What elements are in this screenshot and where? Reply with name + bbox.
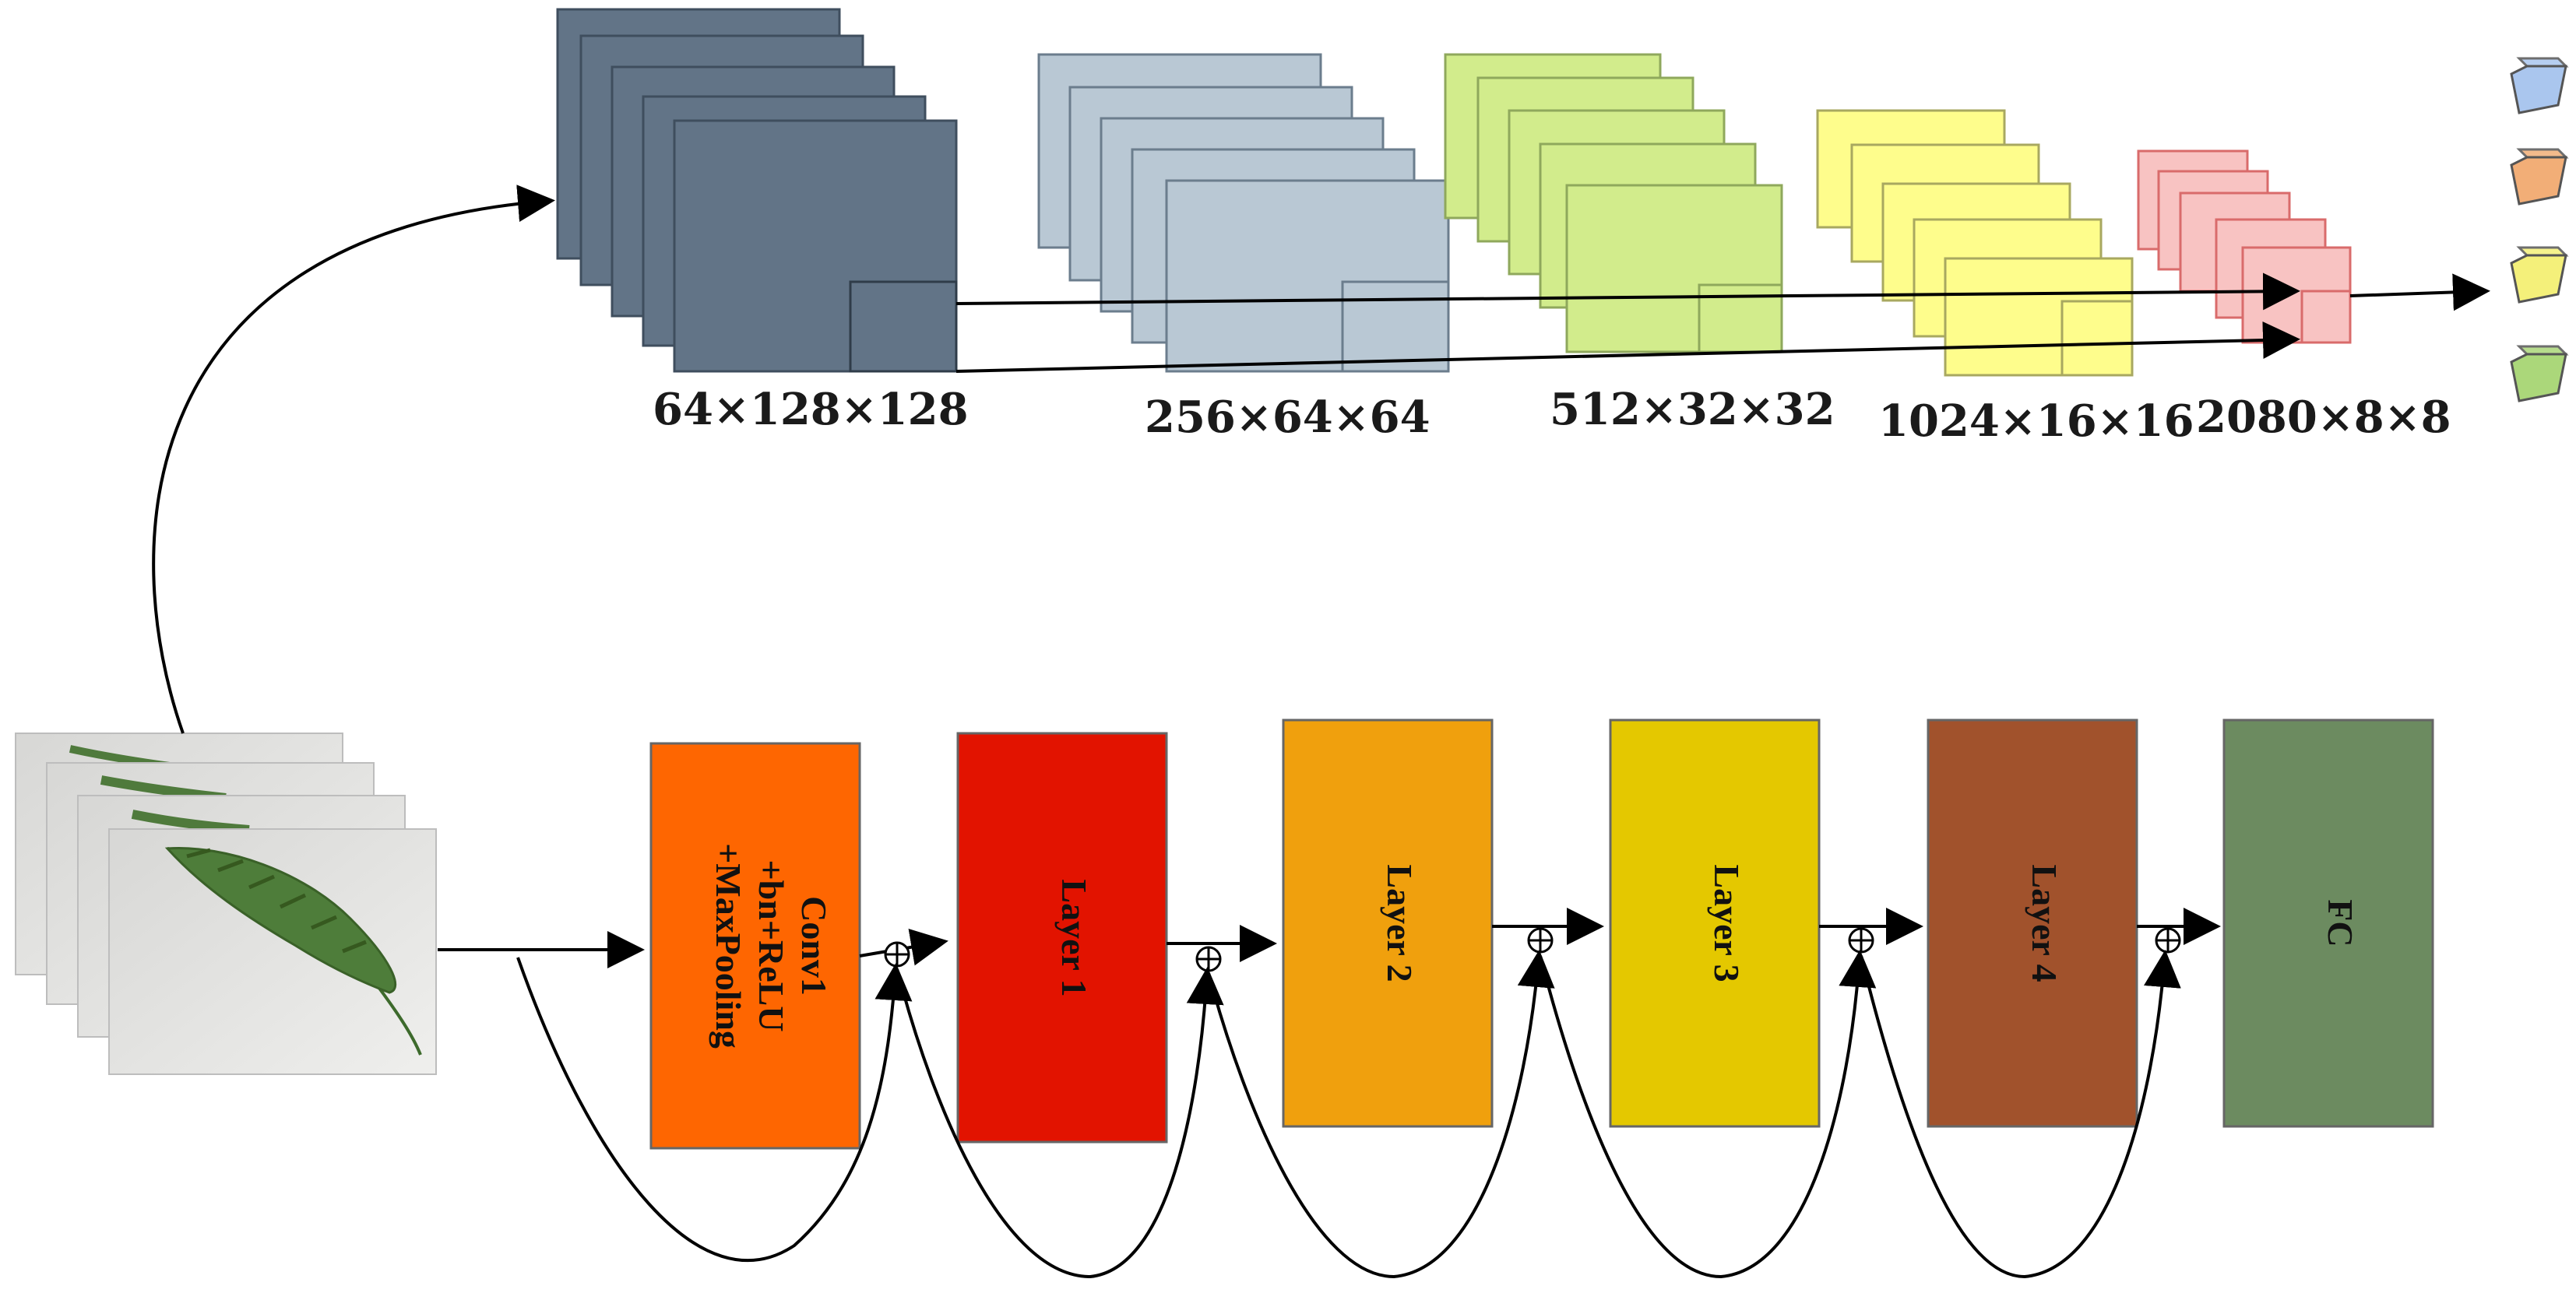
conv1-label-line: +bn+ReLU: [751, 859, 791, 1031]
output-class-icon: [2510, 148, 2569, 206]
skip-connection-5: [1860, 908, 2221, 1279]
output-class-icons: [2510, 57, 2569, 402]
feature-map-sheet: [1944, 257, 2134, 377]
pipeline-block-fc: FC: [2222, 719, 2434, 1128]
conv1-label-line: Conv1: [794, 896, 834, 996]
pipeline-block-layer2: Layer 2: [1282, 719, 1494, 1128]
pipeline-block-conv1: Conv1 +bn+ReLU +MaxPooling: [649, 742, 861, 1150]
receptive-field-patch: [2060, 300, 2134, 377]
skip-connection-3: [1207, 908, 1604, 1279]
block-layer2: [1282, 719, 1494, 1128]
receptive-field-patch: [2300, 290, 2352, 344]
conv1-label-line: +MaxPooling: [709, 843, 748, 1049]
feature-map-stack-1: [556, 8, 958, 373]
layer3-label: Layer 3: [1707, 864, 1747, 982]
skip-connection-1: [516, 929, 948, 1263]
feature-map-sheet: [2241, 246, 2352, 344]
block-fc: [2222, 719, 2434, 1128]
block-conv1: [649, 742, 861, 1150]
output-class-icon: [2510, 345, 2569, 402]
feature-map-sheet: [673, 119, 958, 373]
block-layer1: [956, 732, 1168, 1144]
feature-map-stack-3: [1444, 53, 1783, 353]
feature-connection-arrow: [955, 272, 2300, 311]
feature-map-stack-2: [1037, 53, 1450, 373]
skip-connection-2: [896, 925, 1277, 1279]
feature-map-stack-4: [1816, 109, 2134, 377]
output-class-icon: [2510, 57, 2569, 114]
feature-map-stack-5: [2137, 149, 2352, 344]
feature-map-label: 512×32×32: [1550, 384, 1835, 435]
feature-map-label: 256×64×64: [1145, 392, 1431, 443]
layer2-label: Layer 2: [1380, 864, 1420, 982]
block-layer3: [1609, 719, 1821, 1128]
output-class-icon: [2510, 246, 2569, 304]
feature-map-sheet: [1165, 179, 1450, 373]
feature-map-label: 64×128×128: [653, 384, 969, 435]
receptive-field-patch: [849, 280, 958, 373]
feature-map-label: 1024×16×16: [1878, 395, 2194, 447]
pipeline-block-layer1: Layer 1: [956, 732, 1168, 1144]
input-to-features-arrow: [152, 184, 555, 734]
block-layer4: [1927, 719, 2138, 1128]
feature-to-output-arrow: [2349, 273, 2490, 311]
feature-map-sheet: [1565, 184, 1783, 353]
input-image-stack: [15, 733, 437, 1075]
leaf-image: [164, 847, 422, 1056]
layer1-label: Layer 1: [1054, 879, 1094, 996]
skip-connection-4: [1539, 908, 1923, 1279]
receptive-field-patch: [1341, 280, 1450, 373]
pipeline-block-layer4: Layer 4: [1927, 719, 2138, 1128]
fc-label: FC: [2321, 899, 2360, 947]
input-image-card: [108, 828, 437, 1075]
layer4-label: Layer 4: [2025, 864, 2064, 982]
feature-connection-arrow: [955, 321, 2300, 373]
pipeline-block-layer3: Layer 3: [1609, 719, 1821, 1128]
feature-map-label: 2080×8×8: [2196, 392, 2451, 443]
